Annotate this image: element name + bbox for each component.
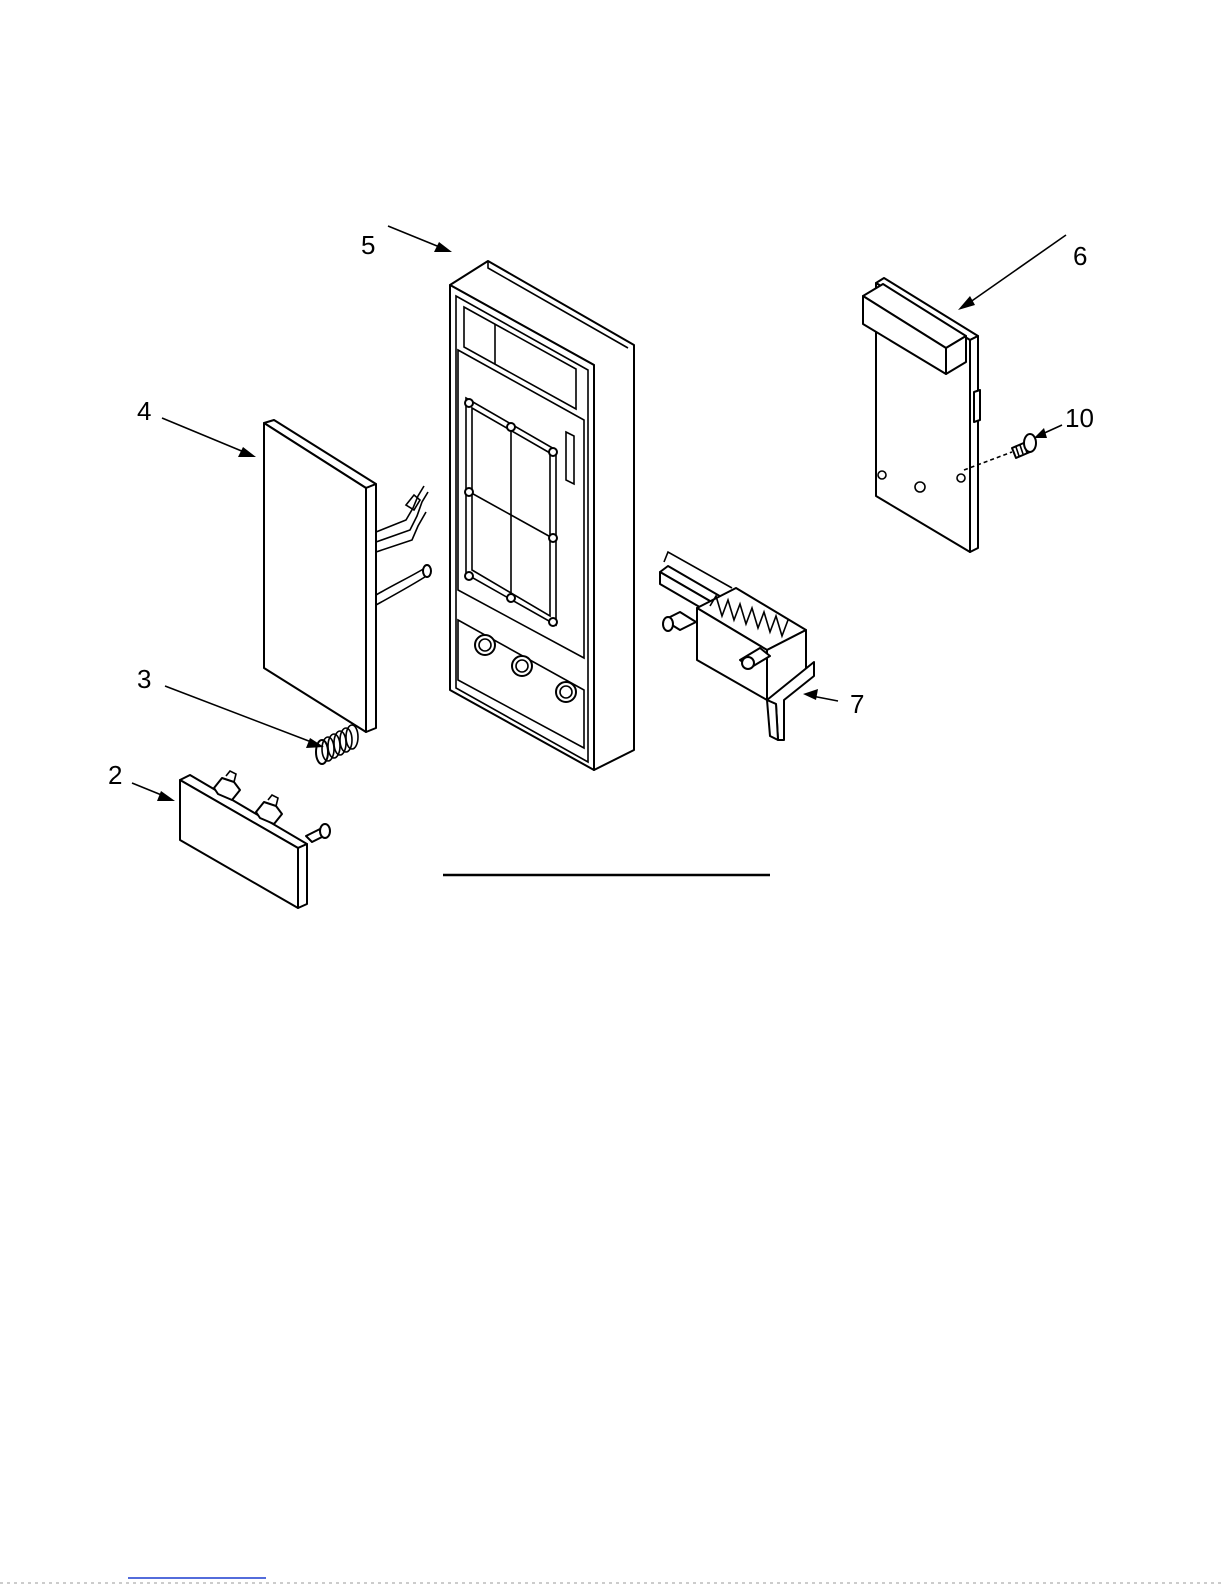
part-4-membrane-switch [264,420,431,732]
callout-3: 3 [137,664,151,694]
callout-7: 7 [850,689,864,719]
leader-10 [1034,425,1062,438]
leader-7 [803,689,838,701]
part-7-latch-bracket [660,552,814,740]
leader-3 [165,686,324,748]
part-2-release-button [180,771,330,908]
leader-2 [132,783,175,801]
part-5-control-panel-frame [450,261,634,770]
part-3-spring [316,725,358,764]
leader-5 [388,226,452,252]
leader-4 [162,418,256,457]
callout-6: 6 [1073,241,1087,271]
callout-2: 2 [108,760,122,790]
leader-6 [958,235,1066,310]
part-6-control-board [863,278,980,552]
callout-5: 5 [361,230,375,260]
callout-4: 4 [137,396,151,426]
scan-artifact-footer [0,1578,1225,1583]
callout-10: 10 [1065,403,1094,433]
